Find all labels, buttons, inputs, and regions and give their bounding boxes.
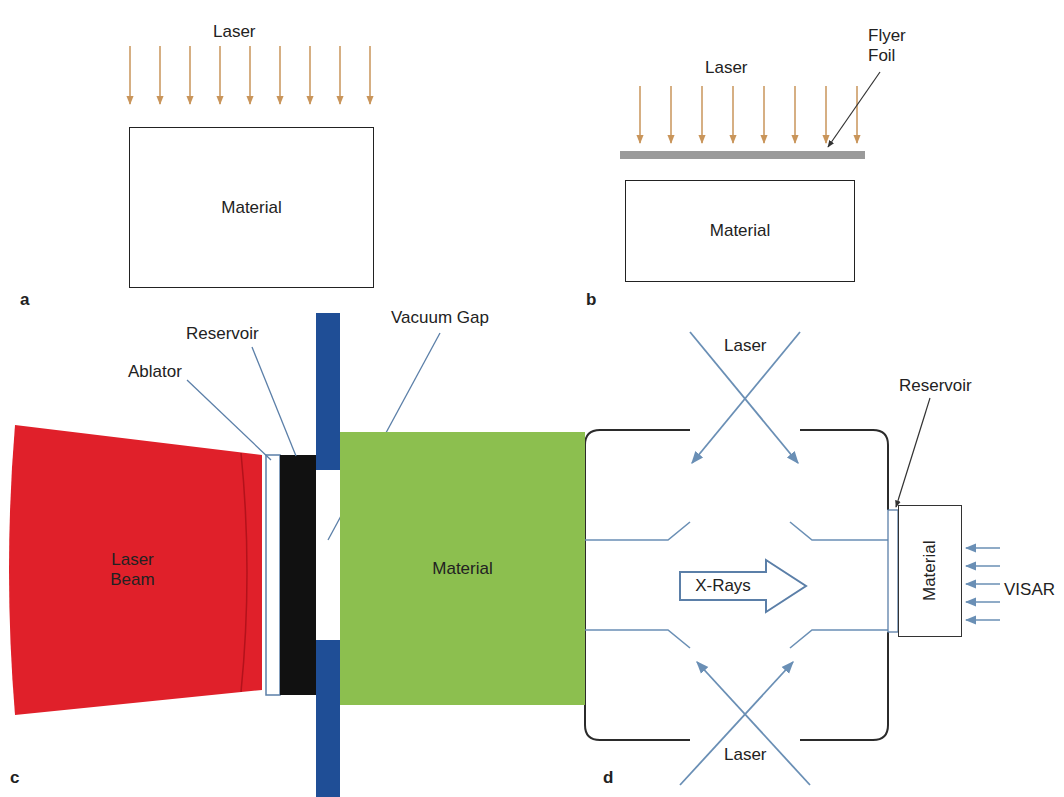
reservoir-layer xyxy=(280,455,316,695)
flyer-foil xyxy=(620,151,865,159)
x-ray-arrow: X-Rays xyxy=(678,558,808,614)
shield xyxy=(790,522,888,540)
laser-arrow xyxy=(339,46,341,104)
laser-beams xyxy=(680,332,810,785)
ablator-layer xyxy=(266,455,280,695)
laser-arrow xyxy=(249,46,251,104)
part-label: Laser xyxy=(724,336,767,356)
laser-arrow xyxy=(701,86,703,143)
panel-letter: b xyxy=(586,290,596,310)
probe-arrow xyxy=(966,619,1000,621)
laser-arrow xyxy=(129,46,131,104)
beam-body xyxy=(9,425,262,715)
laser-arrow xyxy=(825,86,827,143)
part-label: VISAR xyxy=(1004,580,1055,600)
visar-probes xyxy=(966,548,1000,620)
laser-arrow xyxy=(279,46,281,104)
laser-arrow xyxy=(639,86,641,143)
node-text: Material xyxy=(432,559,492,579)
laser-arrow xyxy=(794,86,796,143)
part-label: Laser xyxy=(705,58,748,78)
laser-arrow xyxy=(856,86,858,143)
leader-line xyxy=(252,347,296,456)
target-plate xyxy=(316,313,340,797)
part-label: Laser xyxy=(724,745,767,765)
hohlraum-wall xyxy=(800,430,888,510)
beam-edge xyxy=(241,453,247,692)
probe-arrow xyxy=(966,547,1000,549)
leader-line xyxy=(828,72,880,147)
reservoir-layer xyxy=(888,510,898,632)
leader-line xyxy=(896,398,930,507)
laser-arrows xyxy=(640,86,857,143)
laser-arrow xyxy=(670,86,672,143)
panel-letter: c xyxy=(10,768,19,788)
part-label: Vacuum Gap xyxy=(391,308,489,328)
laser-arrow xyxy=(159,46,161,104)
laser-beam xyxy=(692,332,800,463)
node-text: X-Rays xyxy=(695,576,791,596)
laser-arrow xyxy=(309,46,311,104)
panel-letter: a xyxy=(20,290,29,310)
laser-beam: Laser Beam xyxy=(3,420,262,720)
node-text: Material xyxy=(221,198,281,218)
probe-arrow xyxy=(966,583,1000,585)
laser-arrow xyxy=(369,46,371,104)
shield xyxy=(585,522,690,540)
arrow-outline xyxy=(680,560,806,612)
laser-arrow xyxy=(763,86,765,143)
part-label: Ablator xyxy=(128,362,182,382)
hohlraum-shields xyxy=(585,522,888,648)
laser-beam xyxy=(680,662,793,785)
node-text: Material xyxy=(710,221,770,241)
laser-arrow xyxy=(219,46,221,104)
shield xyxy=(585,630,690,648)
part-label: Laser xyxy=(213,22,256,42)
laser-arrow xyxy=(732,86,734,143)
shield xyxy=(790,630,888,648)
probe-arrow xyxy=(966,601,1000,603)
material-block: Material xyxy=(129,127,374,288)
material-block: Material xyxy=(898,505,962,637)
hohlraum-wall xyxy=(800,632,888,740)
part-label: Reservoir xyxy=(899,376,972,396)
vacuum-gap xyxy=(316,470,340,640)
node-text: Laser Beam xyxy=(98,550,168,589)
part-label: Flyer Foil xyxy=(868,26,916,65)
material-block: Material xyxy=(340,432,585,705)
node-text: Material xyxy=(920,541,940,601)
laser-beam xyxy=(690,332,798,463)
laser-arrow xyxy=(189,46,191,104)
part-label: Reservoir xyxy=(186,324,259,344)
hohlraum xyxy=(585,430,888,740)
laser-beam xyxy=(697,662,810,785)
laser-arrows xyxy=(130,46,370,104)
panel-letter: d xyxy=(603,768,613,788)
probe-arrow xyxy=(966,565,1000,567)
hohlraum-wall xyxy=(585,430,690,740)
material-block: Material xyxy=(625,180,855,282)
